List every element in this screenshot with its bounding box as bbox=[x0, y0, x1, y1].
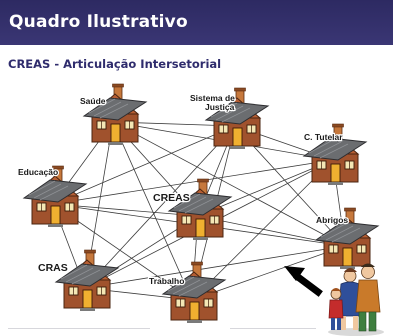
node-label-saude: Saúde bbox=[80, 96, 106, 106]
node-c-tutelar: C. Tutelar bbox=[303, 123, 367, 186]
node-label-sistema-justica: Sistema de Justiça bbox=[190, 93, 237, 112]
node-saude: Saúde bbox=[79, 83, 147, 146]
footer-divider bbox=[8, 328, 150, 329]
house-icon bbox=[83, 83, 147, 146]
house-icon bbox=[55, 249, 119, 312]
node-educacao: Educação bbox=[17, 165, 87, 228]
node-abrigos: Abrigos bbox=[315, 207, 379, 270]
node-label-abrigos: Abrigos bbox=[316, 215, 348, 225]
connection-line bbox=[84, 245, 346, 289]
connection-line bbox=[112, 121, 193, 301]
node-label-line: Justiça bbox=[205, 102, 235, 112]
node-label-educacao: Educação bbox=[18, 167, 58, 177]
node-sistema-justica: Sistema de Justiça bbox=[189, 87, 269, 150]
footer-divider bbox=[230, 328, 316, 329]
arrow-icon bbox=[284, 266, 323, 297]
node-cras: CRAS bbox=[37, 249, 119, 312]
node-label-creas: CREAS bbox=[153, 192, 190, 204]
node-label-trabalho: Trabalho bbox=[149, 276, 184, 286]
connection-line bbox=[112, 121, 346, 247]
node-label-cras: CRAS bbox=[38, 262, 68, 274]
connection-line bbox=[52, 159, 334, 205]
node-label-line: Sistema de bbox=[190, 93, 235, 103]
connection-line bbox=[52, 125, 236, 205]
page-title: Quadro Ilustrativo bbox=[9, 12, 188, 32]
node-label-c-tutelar: C. Tutelar bbox=[304, 132, 343, 142]
connection-line bbox=[191, 245, 346, 301]
family-icon bbox=[328, 263, 384, 336]
diagram-subtitle: CREAS - Articulação Intersetorial bbox=[8, 57, 222, 71]
connection-line bbox=[191, 159, 334, 301]
node-creas: CREAS bbox=[152, 178, 232, 241]
node-trabalho: Trabalho bbox=[148, 261, 226, 324]
house-icon bbox=[162, 261, 226, 324]
house-icon bbox=[168, 178, 232, 241]
header-bar: Quadro Ilustrativo bbox=[0, 0, 393, 45]
connection-line bbox=[84, 125, 236, 289]
